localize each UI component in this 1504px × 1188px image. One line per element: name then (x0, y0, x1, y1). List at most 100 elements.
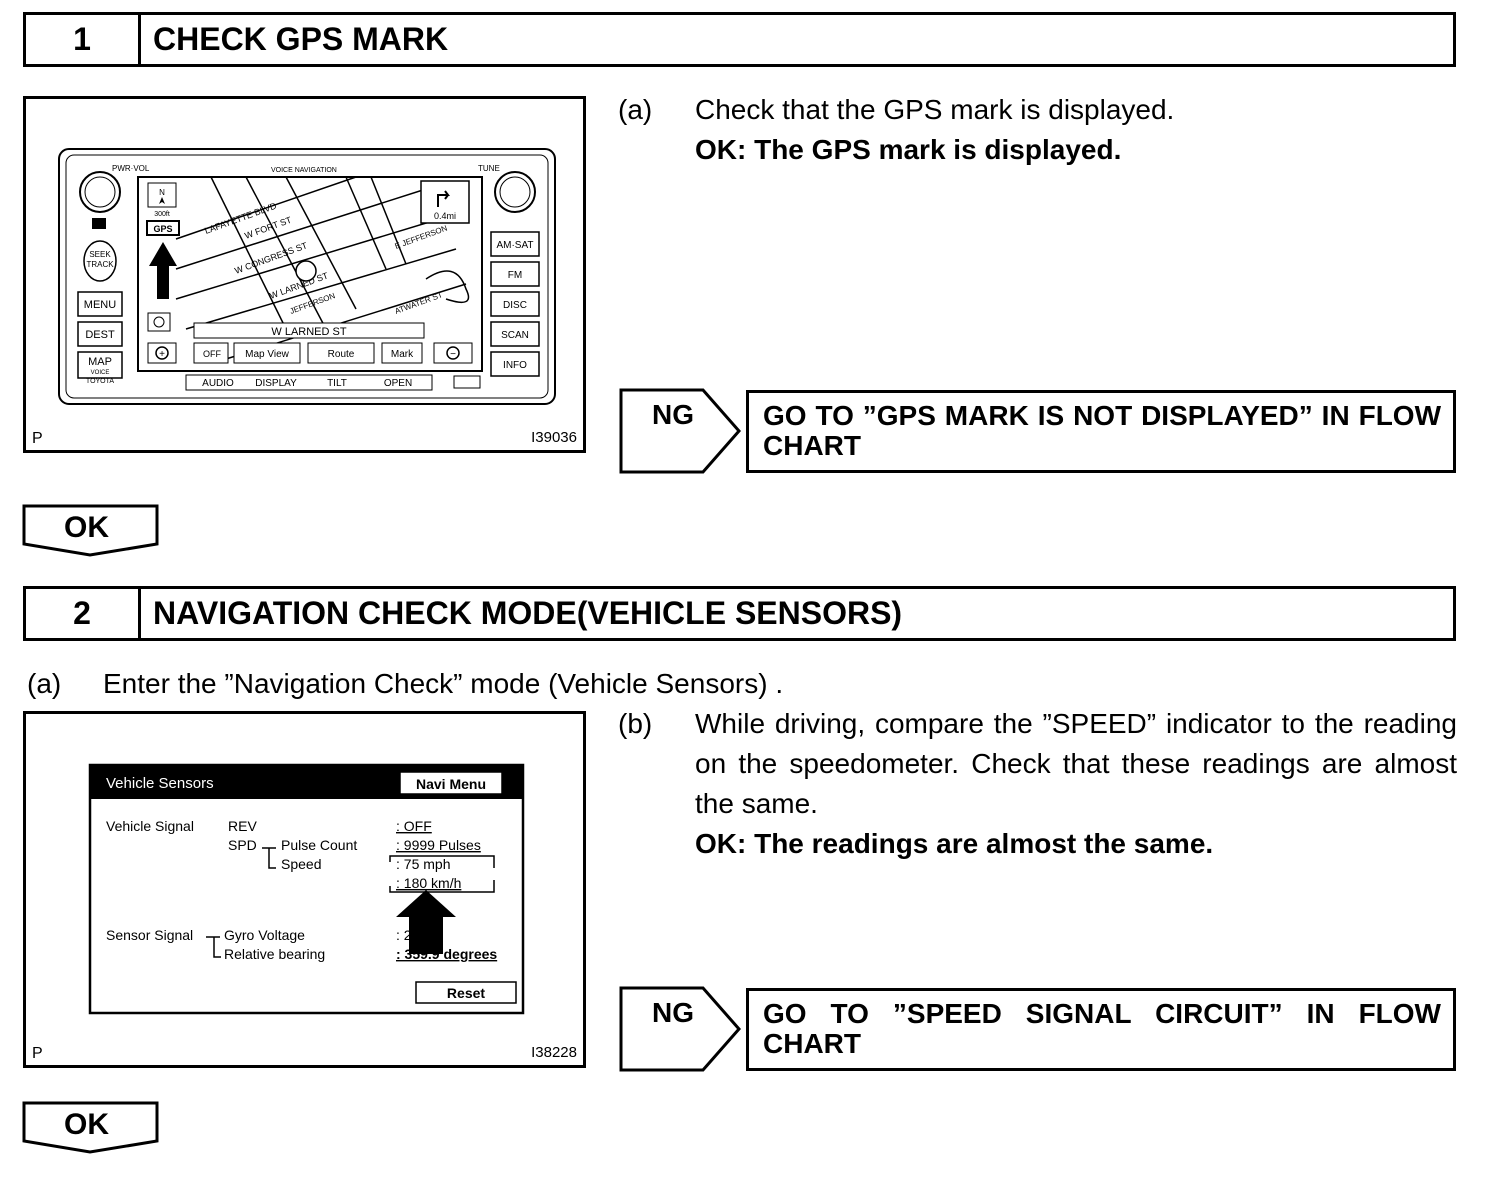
map-scale: 300ft (154, 211, 170, 218)
figure-nav-unit: PWR·VOL VOICE NAVIGATION TUNE SEEK TRACK… (23, 96, 586, 453)
audio-button[interactable]: AUDIO (202, 378, 234, 389)
zoom-out-icon[interactable] (433, 342, 473, 364)
map-streets (175, 176, 470, 360)
svg-text:Reset: Reset (447, 985, 485, 1001)
step-2-header: 2 NAVIGATION CHECK MODE(VEHICLE SENSORS) (23, 586, 1456, 641)
map-voice-button[interactable] (77, 351, 123, 379)
step2-item-a-label: (a) (27, 668, 62, 699)
vehicle-sensors-drawing: Vehicle Sensors Navi Menu Vehicle Signal… (88, 763, 525, 1015)
speed-mph-value: : 75 mph (396, 856, 450, 872)
pwr-vol-label: PWR·VOL (112, 164, 150, 173)
svg-text:SEEK: SEEK (89, 250, 111, 259)
screen-title: Vehicle Sensors (106, 775, 214, 792)
ok-arrow-2 (22, 1101, 159, 1154)
svg-text:Navi Menu: Navi Menu (416, 776, 486, 792)
open-button[interactable]: OPEN (384, 378, 412, 389)
tilt-button[interactable]: TILT (327, 378, 347, 389)
figure-vehicle-sensors: Vehicle Sensors Navi Menu Vehicle Signal… (23, 711, 586, 1068)
street-name-bar (193, 322, 425, 339)
svg-text:0.4mi: 0.4mi (434, 211, 456, 221)
pwr-vol-knob[interactable] (79, 171, 121, 213)
nav-unit-drawing: PWR·VOL VOICE NAVIGATION TUNE SEEK TRACK… (58, 148, 556, 405)
dest-button[interactable] (77, 321, 123, 347)
ng-arrow-2 (619, 986, 741, 1072)
step-1-header: 1 CHECK GPS MARK (23, 12, 1456, 67)
tune-knob[interactable] (494, 171, 536, 213)
ng-result-1: GO TO ”GPS MARK IS NOT DISPLAYED” IN FLO… (746, 390, 1456, 473)
sensor-signal-label: Sensor Signal (106, 927, 193, 943)
step-title: CHECK GPS MARK (153, 21, 449, 57)
svg-text:GPS: GPS (153, 224, 172, 234)
step2-item-a-text: Enter the ”Navigation Check” mode (Vehic… (103, 668, 784, 699)
svg-text:TRACK: TRACK (86, 260, 114, 269)
svg-text:DEST: DEST (85, 329, 115, 341)
svg-text:OFF: OFF (203, 349, 221, 359)
turn-guidance-panel (420, 180, 470, 224)
svg-text:N: N (159, 188, 165, 197)
svg-text:Relative bearing: Relative bearing (224, 946, 325, 962)
svg-text:W LARNED ST: W LARNED ST (271, 326, 346, 338)
step2-item-b-label: (b) (618, 708, 653, 739)
voice-off-button[interactable] (193, 342, 229, 364)
route-button[interactable] (307, 342, 375, 364)
step1-ok-criteria: OK: The GPS mark is displayed. (695, 134, 1122, 165)
ok-arrow-1 (22, 504, 159, 557)
disc-button[interactable] (490, 291, 540, 317)
up-arrow-icon (396, 890, 456, 954)
svg-text:MAP: MAP (88, 356, 112, 368)
svg-text:Mark: Mark (391, 349, 414, 360)
ng-label-1: NG (652, 399, 694, 430)
svg-text:Gyro Voltage: Gyro Voltage (224, 927, 305, 943)
toyota-logo: TOYOTA (86, 378, 114, 385)
svg-text:Route: Route (328, 349, 355, 360)
svg-text:FM: FM (508, 270, 522, 281)
turn-right-icon (437, 190, 450, 207)
figure-id: I38228 (531, 1044, 577, 1061)
map-view-button[interactable] (233, 342, 301, 364)
step2-item-b-text: While driving, compare the ”SPEED” indic… (695, 708, 1457, 819)
menu-button[interactable] (77, 291, 123, 317)
scan-button[interactable] (490, 321, 540, 347)
step-number: 1 (26, 15, 141, 64)
svg-text:−: − (450, 349, 456, 360)
svg-text:INFO: INFO (503, 360, 527, 371)
voice-nav-label: VOICE NAVIGATION (271, 167, 337, 174)
navi-menu-button[interactable] (399, 771, 503, 795)
svg-text:Map View: Map View (245, 349, 290, 360)
bezel-bottom-buttons (185, 374, 433, 391)
rev-value: : OFF (396, 818, 432, 834)
figure-id: I39036 (531, 429, 577, 446)
zoom-in-icon[interactable] (147, 342, 177, 364)
seek-track-button[interactable] (83, 240, 117, 282)
ng-result-2: GO TO ”SPEED SIGNAL CIRCUIT” IN FLOW CHA… (746, 988, 1456, 1071)
eject-icon[interactable] (453, 375, 481, 389)
mark-button[interactable] (381, 342, 423, 364)
speed-bracket (389, 855, 495, 893)
fm-button[interactable] (490, 261, 540, 287)
svg-text:Speed: Speed (281, 856, 321, 872)
info-button[interactable] (490, 351, 540, 377)
up-arrow-icon (149, 242, 177, 299)
figure-p-label: P (32, 430, 43, 447)
step1-item-a-label: (a) (618, 94, 653, 125)
step-title: NAVIGATION CHECK MODE(VEHICLE SENSORS) (153, 595, 903, 631)
step-number: 2 (26, 589, 141, 638)
display-button[interactable]: DISPLAY (255, 378, 297, 389)
right-buttons: AM·SAT FM DISC SCAN INFO (490, 231, 540, 377)
ng-label-2: NG (652, 997, 694, 1028)
left-buttons: MENU DEST MAP VOICE (77, 291, 123, 379)
svg-text:Pulse Count: Pulse Count (281, 837, 357, 853)
ok-label-1: OK (64, 511, 109, 544)
compass-mode-icon[interactable] (147, 312, 171, 332)
tune-label: TUNE (478, 164, 500, 173)
svg-text:SPD: SPD (228, 837, 257, 853)
vehicle-position-icon (295, 260, 317, 282)
speed-kmh-value: : 180 km/h (396, 875, 461, 891)
am-sat-button[interactable] (490, 231, 540, 257)
step2-ok-criteria: OK: The readings are almost the same. (695, 828, 1214, 859)
compass-icon[interactable] (147, 182, 177, 208)
svg-text:SCAN: SCAN (501, 330, 529, 341)
svg-text:+: + (159, 349, 165, 360)
reset-button[interactable] (415, 981, 517, 1004)
step1-item-a-text: Check that the GPS mark is displayed. (695, 94, 1175, 125)
